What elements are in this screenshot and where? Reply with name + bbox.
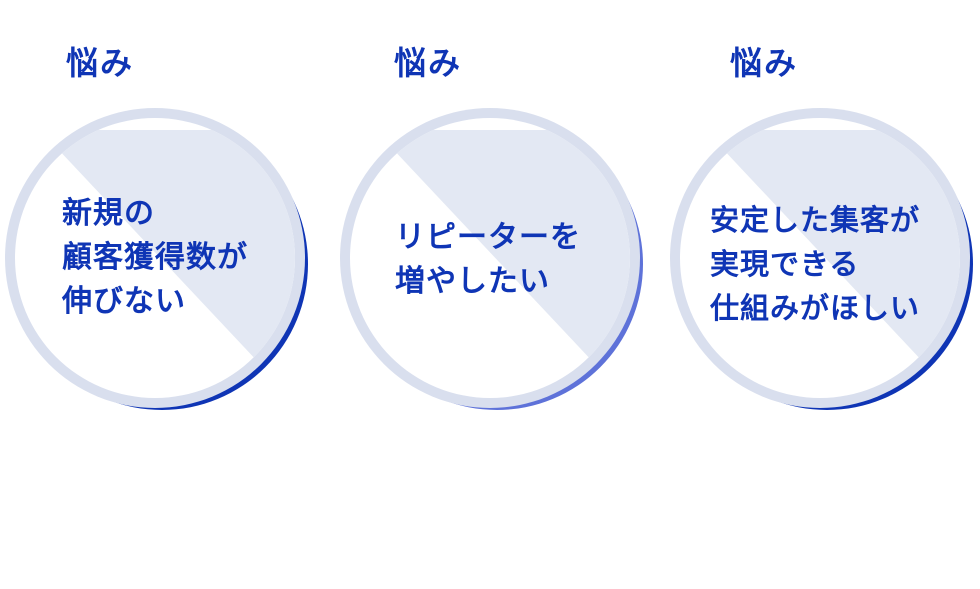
- concern-circle: [340, 108, 643, 410]
- concern-label: 悩み: [394, 44, 463, 82]
- concern-text: リピーターを 増やしたい: [395, 216, 581, 304]
- concern-card-2: 悩み リピーターを 増やしたい: [335, 0, 655, 430]
- concern-card-1: 悩み 新規の 顧客獲得数が 伸びない: [0, 0, 320, 430]
- concern-text-line: 伸びない: [62, 284, 186, 319]
- concern-circle: [5, 108, 308, 410]
- concern-text-line: 安定した集客が: [710, 203, 921, 237]
- concern-label: 悩み: [66, 44, 135, 82]
- concern-text-line: 顧客獲得数が: [62, 240, 248, 275]
- concern-text-line: 増やしたい: [395, 264, 550, 299]
- concern-text-line: 新規の: [62, 196, 155, 231]
- concern-circle: [670, 108, 973, 410]
- concern-text-line: 実現できる: [710, 247, 860, 281]
- concern-text: 安定した集客が 実現できる 仕組みがほしい: [710, 198, 920, 330]
- concern-text-line: 仕組みがほしい: [710, 291, 921, 325]
- concern-label: 悩み: [730, 44, 799, 82]
- concern-text: 新規の 顧客獲得数が 伸びない: [62, 192, 248, 324]
- concern-card-3: 悩み 安定した集客が 実現できる 仕組みがほしい: [665, 0, 980, 430]
- concern-text-line: リピーターを: [395, 220, 581, 255]
